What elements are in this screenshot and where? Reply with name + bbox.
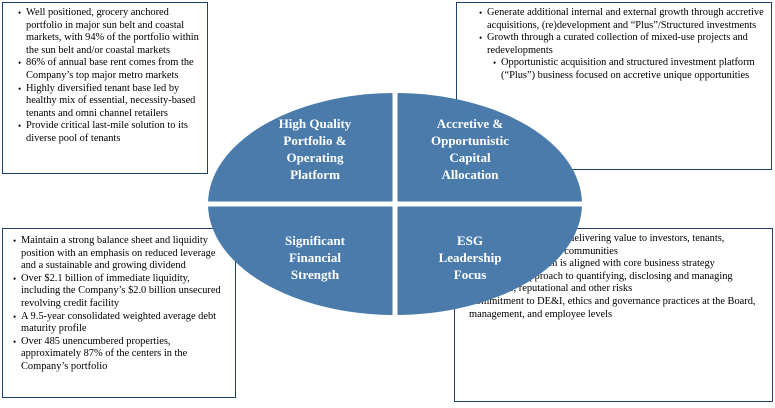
bullet-text: Well positioned, grocery anchored portfo… (26, 7, 199, 56)
bullet-dot: • (479, 33, 483, 44)
bullet-text: Highly diversified tenant base led by he… (26, 82, 196, 119)
bullet-text: A 9.5-year consolidated weighted average… (21, 310, 217, 335)
bullet-text: Over 485 unencumbered properties, approx… (21, 335, 188, 372)
box-top-left-list: • Well positioned, grocery anchored portf… (18, 7, 201, 146)
bullet-item: • Over 485 unencumbered properties, appro… (13, 335, 229, 374)
strategy-circle-graphic (205, 90, 585, 318)
bullet-dot: • (18, 83, 22, 94)
bullet-item: • Provide critical last-mile solution to … (18, 120, 201, 145)
box-bottom-left-list: • Maintain a strong balance sheet and liq… (13, 235, 229, 374)
bullet-text: Maintain a strong balance sheet and liqu… (21, 235, 216, 272)
bullet-text: Provide critical last-mile solution to i… (26, 120, 188, 144)
bullet-item: • Generate additional internal and extern… (479, 7, 765, 32)
bullet-dot: • (13, 336, 17, 347)
bullet-dot: • (13, 273, 17, 284)
bullet-item: • Well positioned, grocery anchored portf… (18, 7, 201, 57)
bullet-dot: • (479, 8, 483, 18)
box-top-right-list: • Generate additional internal and extern… (479, 7, 765, 83)
bullet-dot: • (13, 236, 17, 246)
bullet-text: Commitment to DE&I, ethics and governanc… (469, 295, 756, 320)
bullet-text: Growth through a curated collection of m… (487, 32, 748, 56)
bullet-dot: • (18, 8, 22, 18)
bullet-item: • A 9.5-year consolidated weighted averag… (13, 310, 229, 336)
bullet-dot: • (13, 311, 17, 322)
bullet-item: • Opportunistic acquisition and structure… (493, 57, 765, 82)
bullet-text: 86% of annual base rent comes from the C… (26, 57, 194, 81)
bullet-text: ESG approach is aligned with core busine… (497, 258, 715, 270)
bullet-item: • Highly diversified tenant base led by h… (18, 82, 201, 121)
bullet-dot: • (493, 58, 497, 69)
bullet-text: Proactive approach to quantifying, discl… (483, 270, 733, 295)
bullet-text: Opportunistic acquisition and structured… (501, 57, 755, 81)
box-bottom-left: • Maintain a strong balance sheet and liq… (2, 228, 236, 398)
bullet-item: • Growth through a curated collection of … (479, 32, 765, 57)
bullet-item: • Maintain a strong balance sheet and liq… (13, 235, 229, 273)
bullet-item: • Over $2.1 billion of immediate liquidit… (13, 272, 229, 311)
bullet-text: Generate additional internal and externa… (487, 7, 764, 31)
box-top-left: • Well positioned, grocery anchored portf… (2, 2, 208, 174)
bullet-text: Over $2.1 billion of immediate liquidity… (21, 272, 221, 309)
bullet-dot: • (18, 121, 22, 132)
bullet-dot: • (18, 58, 22, 69)
bullet-item: • 86% of annual base rent comes from the … (18, 57, 201, 82)
